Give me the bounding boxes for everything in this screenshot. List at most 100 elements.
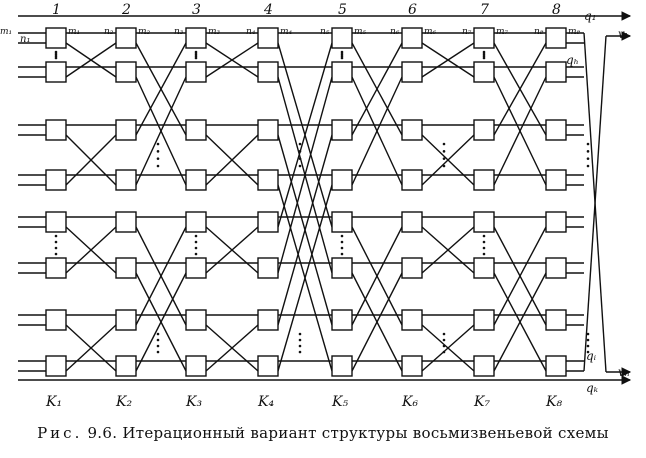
switch-box	[257, 211, 279, 233]
output-arrows	[621, 11, 632, 385]
link-label: n₃	[174, 27, 184, 37]
ellipsis-dot	[586, 338, 590, 342]
stage-bottom-label: K₇	[473, 394, 490, 410]
link-label: n₇	[462, 27, 472, 37]
ellipsis-dot	[442, 157, 446, 160]
ellipsis-dot	[442, 150, 446, 153]
ellipsis-dot	[156, 164, 160, 168]
wire-cross	[205, 134, 259, 186]
switch-box	[545, 27, 567, 49]
link-label: n₈	[534, 27, 544, 37]
ellipsis-dot	[340, 54, 344, 58]
ellipsis-dot	[340, 56, 344, 60]
wires	[18, 15, 630, 381]
ellipsis-dot	[586, 344, 590, 348]
switch-box	[473, 309, 495, 331]
ellipsis-dot	[298, 338, 302, 342]
wire-cross	[493, 272, 547, 372]
stage-number: 5	[338, 2, 347, 18]
switch-box	[185, 309, 207, 331]
output-labels: q₁ vₗ qₕ qᵢ vₕ qₖ	[566, 9, 630, 395]
switch-box	[331, 257, 353, 279]
ellipsis-dot	[156, 150, 160, 153]
caption-prefix: Рис.	[37, 424, 83, 442]
switch-box	[45, 211, 67, 233]
switch-box	[331, 355, 353, 377]
wire-cross	[277, 76, 333, 274]
switch-box	[331, 169, 353, 191]
output-label-qi: qᵢ	[586, 349, 597, 363]
stage-bottom-labels: K₁ K₂ K₃ K₄ K₅ K₆ K₇ K₈	[45, 394, 562, 410]
wire-cross	[205, 226, 259, 274]
ellipsis-dot	[442, 332, 446, 336]
switch-box	[545, 257, 567, 279]
wire-cross	[65, 134, 117, 186]
ellipsis-dot	[194, 246, 198, 250]
wire-cross	[135, 272, 187, 372]
top-row-labels: n₁ m₁ n₂ m₂ n₃ m₃ n₄ m₄ n₅ m₅ n₆ m₆ n₇ m…	[0, 27, 581, 45]
ellipsis-dot	[54, 50, 58, 54]
switch-box	[115, 27, 137, 49]
switch-box	[257, 257, 279, 279]
wire-cross	[351, 42, 403, 136]
ellipsis-dot	[340, 240, 344, 244]
ellipsis-dot	[54, 52, 58, 56]
stage-number: 1	[52, 2, 61, 18]
output-label-qk: qₖ	[586, 381, 599, 395]
switch-box	[257, 169, 279, 191]
stage-bottom-label: K₂	[115, 394, 132, 410]
switch-box	[45, 119, 67, 141]
ellipsis-dot	[482, 234, 486, 238]
ellipsis-dot	[156, 338, 160, 342]
wire-cross	[277, 134, 333, 326]
output-label-q1: q₁	[584, 9, 597, 23]
switch-box	[473, 355, 495, 377]
switch-box	[257, 355, 279, 377]
ellipsis-dot	[298, 157, 302, 160]
ellipsis-dot	[340, 50, 344, 54]
arrow-icon	[621, 367, 632, 377]
ellipsis-dot	[340, 252, 344, 256]
switch-box	[45, 309, 67, 331]
switch-box	[115, 169, 137, 191]
ellipsis-dot	[54, 234, 58, 238]
stage-number: 2	[121, 2, 131, 18]
ellipsis-dot	[586, 350, 590, 354]
ellipsis-dot	[194, 234, 198, 238]
ellipsis-dot	[442, 164, 446, 168]
switch-box	[473, 27, 495, 49]
wire-cross	[421, 226, 475, 274]
wire-cross	[421, 324, 475, 372]
switch-box	[331, 61, 353, 83]
ellipsis-dot	[482, 252, 486, 256]
switch-box	[331, 309, 353, 331]
switch-box	[473, 119, 495, 141]
switch-box	[473, 61, 495, 83]
switch-box	[473, 257, 495, 279]
ellipsis-dot	[442, 350, 446, 354]
wire-cross	[205, 324, 259, 372]
ellipsis-dot	[156, 344, 160, 348]
ellipsis-dot	[156, 350, 160, 354]
switch-box	[401, 211, 423, 233]
wire-cross	[493, 42, 547, 136]
stage-bottom-label: K₁	[45, 394, 62, 410]
ellipsis-dot	[194, 54, 198, 58]
ellipsis-dot	[298, 142, 302, 146]
switch-box	[545, 169, 567, 191]
switch-box	[331, 211, 353, 233]
ellipsis-dot	[156, 157, 160, 160]
link-label: m₄	[280, 27, 293, 37]
switch-box	[115, 61, 137, 83]
stage-number: 4	[263, 2, 273, 18]
switch-box	[401, 119, 423, 141]
ellipsis-dot	[442, 344, 446, 348]
switch-box	[545, 309, 567, 331]
switch-box	[257, 61, 279, 83]
stage-numbers: 1 2 3 4 5 6 7 8	[52, 2, 561, 18]
switch-box	[401, 169, 423, 191]
stage-bottom-label: K₄	[257, 394, 274, 410]
link-label: m₅	[354, 27, 367, 37]
switch-box	[185, 119, 207, 141]
wire-cross	[135, 76, 187, 186]
